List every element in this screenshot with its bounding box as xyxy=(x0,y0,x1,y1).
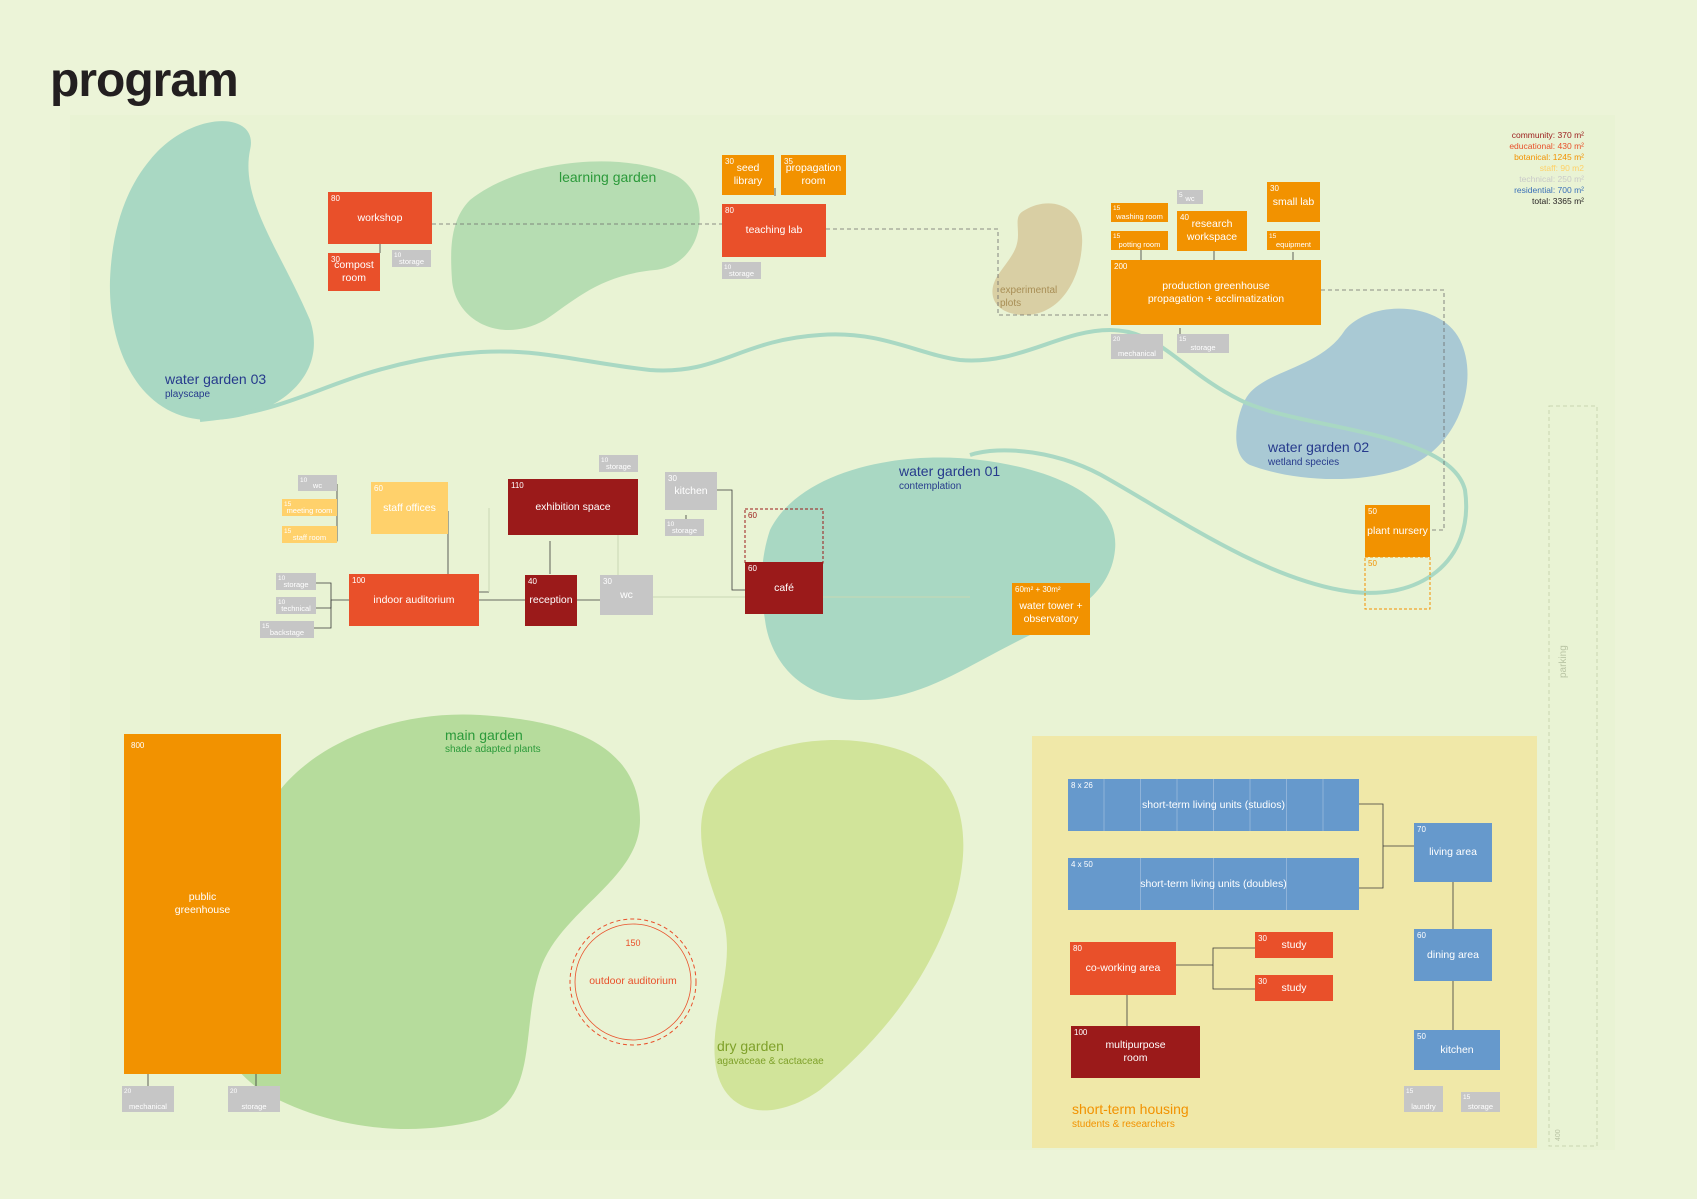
dining-area: 60 dining area xyxy=(1414,929,1492,981)
page-title: program xyxy=(50,54,239,107)
coworking-area: 80 co-working area xyxy=(1070,942,1176,995)
water-garden-02-sub: wetland species xyxy=(1268,457,1340,468)
parking-area: 400 xyxy=(1555,1129,1562,1141)
water-garden-02-label: water garden 02 xyxy=(1268,439,1370,455)
main-garden-label: main garden xyxy=(445,727,523,743)
gh-storage: 15 storage xyxy=(1177,334,1229,353)
pg-storage: 20 storage xyxy=(228,1086,280,1112)
outdoor-auditorium-outer xyxy=(569,918,697,1046)
dry-garden-label: dry garden xyxy=(717,1038,784,1054)
compost-room: 30 compost room xyxy=(328,253,380,291)
plant-nursery-outdoor: 50 xyxy=(1368,559,1377,568)
water-garden-02-shape xyxy=(1236,308,1468,480)
experimental-plots-shape xyxy=(992,203,1083,315)
lab-storage: 10 storage xyxy=(722,262,761,279)
exhibition-storage: 10 storage xyxy=(599,455,638,472)
washing-room: 15 washing room xyxy=(1111,203,1168,222)
kitchen-cafe: 30 kitchen xyxy=(665,472,717,510)
staff-offices: 60 staff offices xyxy=(371,482,448,534)
wc-top: 5 wc xyxy=(1177,190,1203,204)
potting-room: 15 potting room xyxy=(1111,231,1168,250)
meeting-room: 15 meeting room xyxy=(282,499,337,516)
legend-total: total: 3365 m² xyxy=(1532,196,1584,206)
workshop: 80 workshop xyxy=(328,192,432,244)
water-garden-03-label: water garden 03 xyxy=(165,371,267,387)
studios: 8 x 26 short-term living units (studios) xyxy=(1068,779,1359,831)
aud-technical: 10 technical xyxy=(276,597,316,614)
cafe: 60 café xyxy=(745,562,823,614)
production-greenhouse: 200 production greenhouse propagation + … xyxy=(1111,260,1321,325)
water-stream xyxy=(199,327,1469,595)
doubles: 4 x 50 short-term living units (doubles) xyxy=(1068,858,1359,910)
water-garden-03-sub: playscape xyxy=(165,389,211,400)
housing-zone-sub: students & researchers xyxy=(1072,1119,1175,1130)
equipment: 15 equipment xyxy=(1267,231,1320,250)
main-garden-shape xyxy=(215,714,641,1129)
wc-staff: 10 wc xyxy=(298,475,337,491)
laundry: 15 laundry xyxy=(1404,1086,1443,1112)
legend-staff: staff: 90 m2 xyxy=(1539,163,1584,173)
study-1: 30 study xyxy=(1255,932,1333,958)
housing-storage: 15 storage xyxy=(1461,1092,1500,1112)
legend-community: community: 370 m² xyxy=(1511,130,1584,140)
research-workspace: 40 research workspace xyxy=(1177,211,1247,251)
learning-garden-shape xyxy=(451,161,700,331)
dry-garden-sub: agavaceae & cactaceae xyxy=(717,1056,824,1067)
public-greenhouse: 800 public greenhouse xyxy=(124,734,281,1074)
exhibition-space: 110 exhibition space xyxy=(508,479,638,535)
legend-residential: residential: 700 m² xyxy=(1514,185,1584,195)
plant-nursery: 50 plant nursery xyxy=(1365,505,1430,557)
legend-educational: educational: 430 m² xyxy=(1509,141,1584,151)
kitchen-storage: 10 storage xyxy=(665,519,704,536)
seed-library: 30 seed library xyxy=(722,155,774,195)
water-garden-01-sub: contemplation xyxy=(899,481,962,492)
reception: 40 reception xyxy=(525,575,577,626)
workshop-storage: 10 storage xyxy=(392,250,431,267)
program-legend: community: 370 m² educational: 430 m² bo… xyxy=(1509,130,1584,207)
water-tower: 60m² + 30m² water tower + observatory xyxy=(1012,583,1090,635)
housing-zone-label: short-term housing xyxy=(1072,1101,1189,1117)
pg-mechanical: 20 mechanical xyxy=(122,1086,174,1112)
aud-storage: 10 storage xyxy=(276,573,316,590)
staff-room: 15 staff room xyxy=(282,526,337,543)
outdoor-auditorium-inner xyxy=(574,923,692,1041)
main-garden-sub: shade adapted plants xyxy=(445,744,541,755)
learning-garden-label: learning garden xyxy=(559,169,657,185)
teaching-lab: 80 teaching lab xyxy=(722,204,826,257)
small-lab: 30 small lab xyxy=(1267,182,1320,222)
light-connections xyxy=(488,508,970,598)
parking-label: parking xyxy=(1558,645,1569,678)
dry-garden-shape xyxy=(701,740,964,1111)
propagation-room: 35 propagation room xyxy=(781,155,846,195)
aud-backstage: 15 backstage xyxy=(260,621,314,638)
wc-main: 30 wc xyxy=(600,575,653,615)
water-garden-03-shape xyxy=(109,121,314,420)
water-garden-01-label: water garden 01 xyxy=(899,463,1001,479)
gh-mechanical: 20 mechanical xyxy=(1111,334,1163,359)
legend-technical: technical: 250 m² xyxy=(1519,174,1584,184)
experimental-plots-label: experimental plots xyxy=(1000,285,1058,309)
outdoor-auditorium-area: 150 xyxy=(625,938,641,948)
kitchen-housing: 50 kitchen xyxy=(1414,1030,1500,1070)
study-2: 30 study xyxy=(1255,975,1333,1001)
legend-botanical: botanical: 1245 m² xyxy=(1514,152,1584,162)
multipurpose-room: 100 multipurpose room xyxy=(1071,1026,1200,1078)
parking-outline xyxy=(1548,405,1598,1147)
solid-connections xyxy=(147,188,1454,1086)
water-garden-01-shape xyxy=(761,457,1116,700)
outdoor-auditorium-label: outdoor auditorium xyxy=(589,975,677,987)
dashed-connections xyxy=(432,223,1445,531)
indoor-auditorium: 100 indoor auditorium xyxy=(349,574,479,626)
living-area: 70 living area xyxy=(1414,823,1492,882)
cafe-terrace: 60 xyxy=(748,511,757,520)
plant-nursery-outdoor-outline xyxy=(1364,556,1431,610)
